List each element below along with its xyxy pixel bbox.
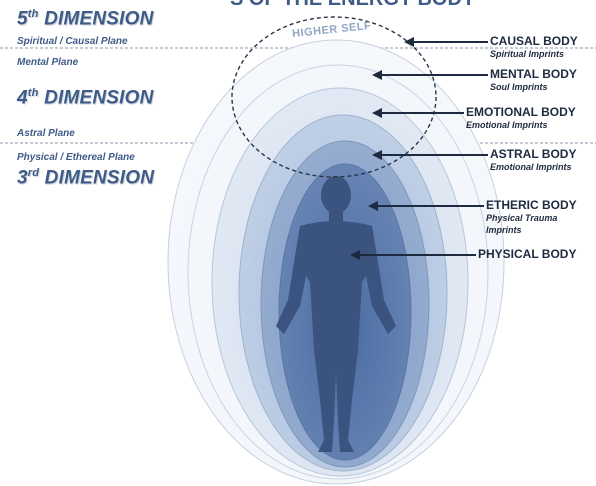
etheric-body-sub-2: Imprints — [486, 225, 522, 235]
emotional-body-label: EMOTIONAL BODY — [466, 105, 576, 119]
mental-body-label: MENTAL BODY — [490, 67, 577, 81]
causal-body-sub: Spiritual Imprints — [490, 49, 564, 59]
etheric-body-label: ETHERIC BODY — [486, 198, 577, 212]
physical-body-label: PHYSICAL BODY — [478, 247, 576, 261]
etheric-body-sub-1: Physical Trauma — [486, 213, 557, 223]
astral-body-sub: Emotional Imprints — [490, 162, 572, 172]
astral-body-label: ASTRAL BODY — [490, 147, 576, 161]
arrowhead-causal — [404, 37, 414, 47]
causal-body-label: CAUSAL BODY — [490, 34, 578, 48]
mental-body-sub: Soul Imprints — [490, 82, 548, 92]
emotional-body-sub: Emotional Imprints — [466, 120, 548, 130]
